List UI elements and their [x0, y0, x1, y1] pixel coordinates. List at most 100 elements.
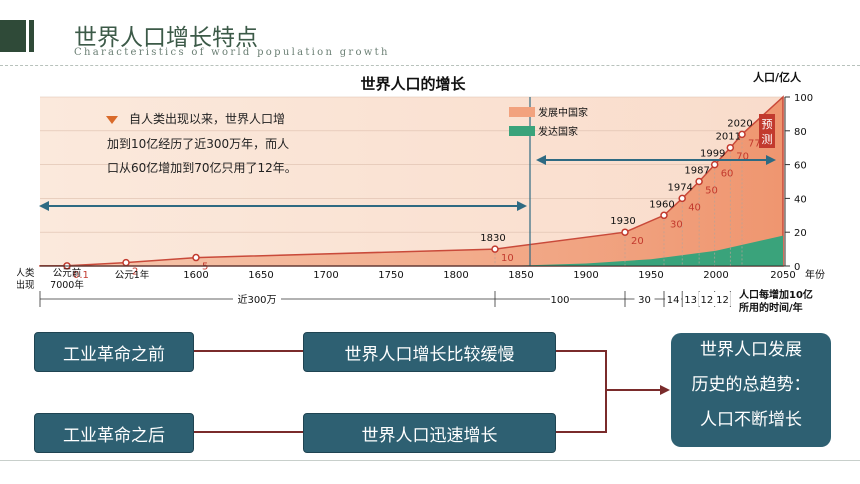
developed-countries-area: [40, 235, 783, 266]
duration-label-bg: [550, 292, 570, 306]
data-point: [122, 258, 130, 267]
before-industrial-revolution-box: 工业革命之前: [34, 332, 194, 372]
data-value-label: 20: [631, 236, 644, 247]
data-year-label: 1960: [649, 199, 674, 210]
y-tick-label: 60: [794, 161, 807, 172]
duration-label: 12: [701, 295, 714, 306]
x-label-7000bc-2: 7000年: [50, 279, 84, 291]
x-tick-label: 1650: [248, 270, 273, 281]
x-label-human-origin-1: 人类: [17, 267, 35, 279]
data-year-label: 2011: [716, 132, 741, 143]
duration-label-bg: [698, 292, 715, 306]
chart-panel: 0.1 2 5 10 1830 20 1930 30 1960 40 1974 50 1987 60 199…: [15, 70, 845, 318]
x-tick-label: 1850: [508, 270, 533, 281]
data-point: [491, 245, 499, 253]
connector-arrowhead: [660, 385, 670, 395]
y-tick-label: 40: [794, 194, 807, 205]
duration-label: 12: [716, 295, 729, 306]
forecast-label-1: 预: [762, 118, 773, 131]
conclusion-box: 世界人口发展 历史的总趋势： 人口不断增长: [671, 333, 831, 447]
duration-label-bg: [714, 292, 731, 306]
conclusion-line-1: 世界人口发展: [700, 340, 802, 360]
data-point: [660, 211, 668, 220]
annotation-line-3: 口从60亿增加到70亿只用了12年。: [107, 160, 297, 175]
arrow-after-head-left: [536, 155, 546, 165]
x-label-7000bc-1: 公元前: [53, 267, 82, 279]
arrow-before-head-right: [517, 201, 527, 211]
duration-label: 14: [667, 295, 680, 306]
y-axis-label: 人口/亿人: [753, 70, 802, 84]
data-year-label: 2020: [727, 118, 752, 129]
chart-title: 世界人口的增长: [360, 75, 466, 93]
duration-label-bg: [634, 292, 655, 306]
duration-note-2: 所用的时间/年: [739, 301, 803, 314]
data-value-label: 10: [501, 253, 514, 264]
page-subtitle: Characteristics of world population grow…: [74, 47, 390, 58]
x-label-year-1: 公元1年: [115, 269, 150, 281]
data-point: [695, 177, 703, 186]
forecast-label-2: 测: [762, 133, 773, 146]
conclusion-line-3: 人口不断增长: [700, 410, 802, 430]
duration-label: 近300万: [237, 293, 276, 306]
x-tick-label: 1600: [183, 270, 208, 281]
y-tick-label: 20: [794, 228, 807, 239]
after-industrial-revolution-box: 工业革命之后: [34, 413, 194, 453]
population-chart: 0.1 2 5 10 1830 20 1930 30 1960 40 1974 50 1987 60 199…: [15, 70, 825, 314]
data-value-label: 50: [705, 186, 718, 197]
x-tick-label: 1900: [573, 270, 598, 281]
conclusion-line-2: 历史的总趋势：: [691, 375, 811, 395]
data-year-label: 1974: [667, 182, 692, 193]
duration-label: 30: [638, 295, 651, 306]
legend-developing-label: 发展中国家: [538, 106, 588, 119]
header-divider: [0, 65, 860, 66]
data-year-label: 1999: [700, 149, 725, 160]
data-value-label: 30: [670, 219, 683, 230]
data-value-label: 5: [202, 262, 208, 273]
data-point: [192, 253, 200, 262]
y-tick-label: 0: [794, 262, 800, 273]
x-tick-label: 1950: [638, 270, 663, 281]
x-axis-suffix: 年份: [805, 268, 825, 281]
connector-merge: [554, 350, 607, 433]
duration-label-bg: [233, 292, 281, 306]
data-point: [678, 194, 686, 203]
arrow-after-head-right: [766, 155, 776, 165]
data-value-label: 70: [736, 152, 749, 163]
duration-label: 13: [684, 295, 697, 306]
data-point: [710, 160, 719, 169]
data-year-label: 1930: [610, 216, 635, 227]
x-tick-label: 1700: [313, 270, 338, 281]
data-value-label: 60: [721, 169, 734, 180]
slow-growth-box: 世界人口增长比较缓慢: [303, 332, 556, 372]
data-year-label: 1830: [480, 233, 505, 244]
annotation-line-1: 自人类出现以来，世界人口增: [129, 112, 285, 126]
developing-countries-area: [39, 95, 784, 267]
data-point: [621, 228, 629, 236]
legend-swatch-developed: [509, 126, 535, 136]
duration-label-bg: [682, 292, 699, 306]
data-year-label: 1987: [684, 166, 709, 177]
x-label-2050: 2050: [770, 270, 795, 281]
x-tick-label: 2000: [703, 270, 728, 281]
duration-label-bg: [665, 292, 682, 306]
forecast-box: [759, 114, 775, 148]
data-value-label: 0.1: [73, 270, 89, 281]
fast-growth-box: 世界人口迅速增长: [303, 413, 556, 453]
x-tick-label: 1800: [443, 270, 468, 281]
header-accent-bar: [0, 20, 26, 52]
legend-swatch-developing: [509, 107, 535, 117]
duration-note-1: 人口每增加10亿: [739, 288, 813, 301]
duration-label: 100: [550, 295, 569, 306]
triangle-marker: [106, 116, 118, 124]
legend-developed-label: 发达国家: [538, 125, 578, 138]
header-accent-bar-thin: [29, 20, 34, 52]
x-label-human-origin-2: 出现: [17, 279, 35, 291]
data-value-label: 40: [688, 202, 701, 213]
arrow-before-head-left: [39, 201, 49, 211]
data-value-label: 2: [132, 267, 138, 278]
data-point: [726, 143, 735, 152]
footer-divider: [0, 460, 860, 461]
y-tick-label: 80: [794, 127, 807, 138]
x-tick-label: 1750: [378, 270, 403, 281]
y-tick-label: 100: [794, 93, 813, 104]
